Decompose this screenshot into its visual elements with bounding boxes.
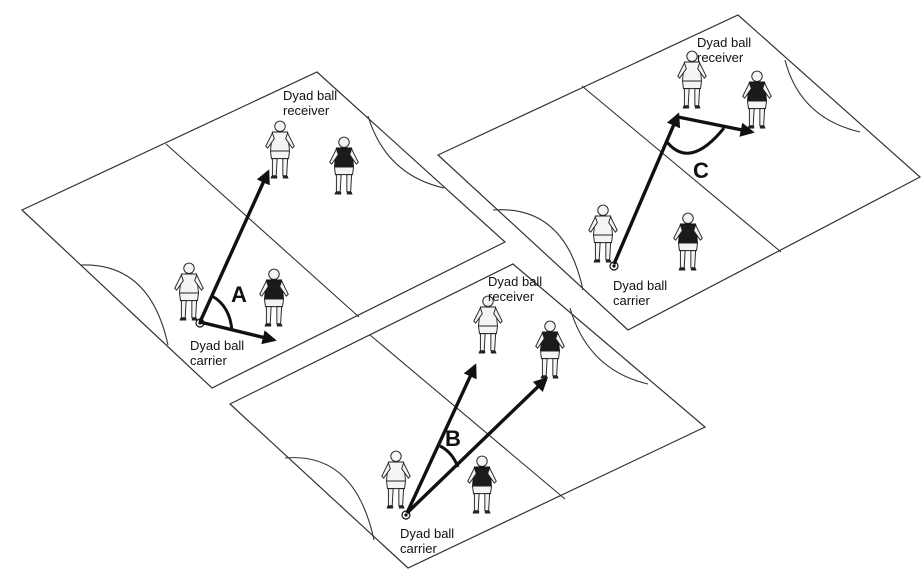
carrier-label-b-line1: Dyad ball: [400, 526, 454, 541]
angle-arc-b: [439, 444, 460, 468]
receiver-label-c-line1: Dyad ball: [697, 35, 751, 50]
pass-arrow-receiver-c: [612, 112, 681, 265]
carrier-label-c-line2: carrier: [613, 293, 651, 308]
pass-arrow-receiver-a: [198, 169, 270, 323]
goal-area-right-c: [784, 59, 861, 133]
goal-area-left-a: [79, 264, 169, 346]
angle-label-b: B: [445, 426, 461, 451]
carrier-label-a-line2: carrier: [190, 353, 228, 368]
receiver-label-b-line2: receiver: [488, 289, 535, 304]
panel-b: B Dyad ball receiver Dyad ball carrier: [228, 263, 707, 569]
carrier-label-b-line2: carrier: [400, 541, 438, 556]
angle-arc-c: [665, 127, 726, 155]
goal-area-left-b: [284, 457, 375, 541]
carrier-label-c-line1: Dyad ball: [613, 278, 667, 293]
goal-area-right-b: [569, 307, 649, 385]
panel-c: C Dyad ball receiver Dyad ball carrier: [436, 14, 922, 331]
angle-label-c: C: [693, 158, 709, 183]
pass-arrow-defender-a: [199, 320, 277, 345]
pass-arrow-defender-b: [405, 377, 549, 515]
court-b: [228, 263, 707, 569]
court-a: [20, 71, 507, 389]
halfway-line-b: [369, 334, 566, 500]
carrier-label-a-line1: Dyad ball: [190, 338, 244, 353]
angle-label-a: A: [231, 282, 247, 307]
goal-area-right-a: [367, 115, 445, 189]
angle-arc-a: [211, 294, 234, 332]
pass-arrow-receiver-b: [405, 363, 477, 514]
receiver-label-c-line2: receiver: [697, 50, 744, 65]
pass-arrow-defender-c: [677, 115, 755, 137]
goal-area-left-c: [492, 209, 584, 291]
receiver-label-a-line1: Dyad ball: [283, 88, 337, 103]
panel-a: A Dyad ball receiver Dyad ball carrier: [20, 71, 507, 389]
receiver-label-a-line2: receiver: [283, 103, 330, 118]
halfway-line-c: [581, 85, 782, 253]
halfway-line-a: [165, 143, 360, 318]
receiver-label-b-line1: Dyad ball: [488, 274, 542, 289]
